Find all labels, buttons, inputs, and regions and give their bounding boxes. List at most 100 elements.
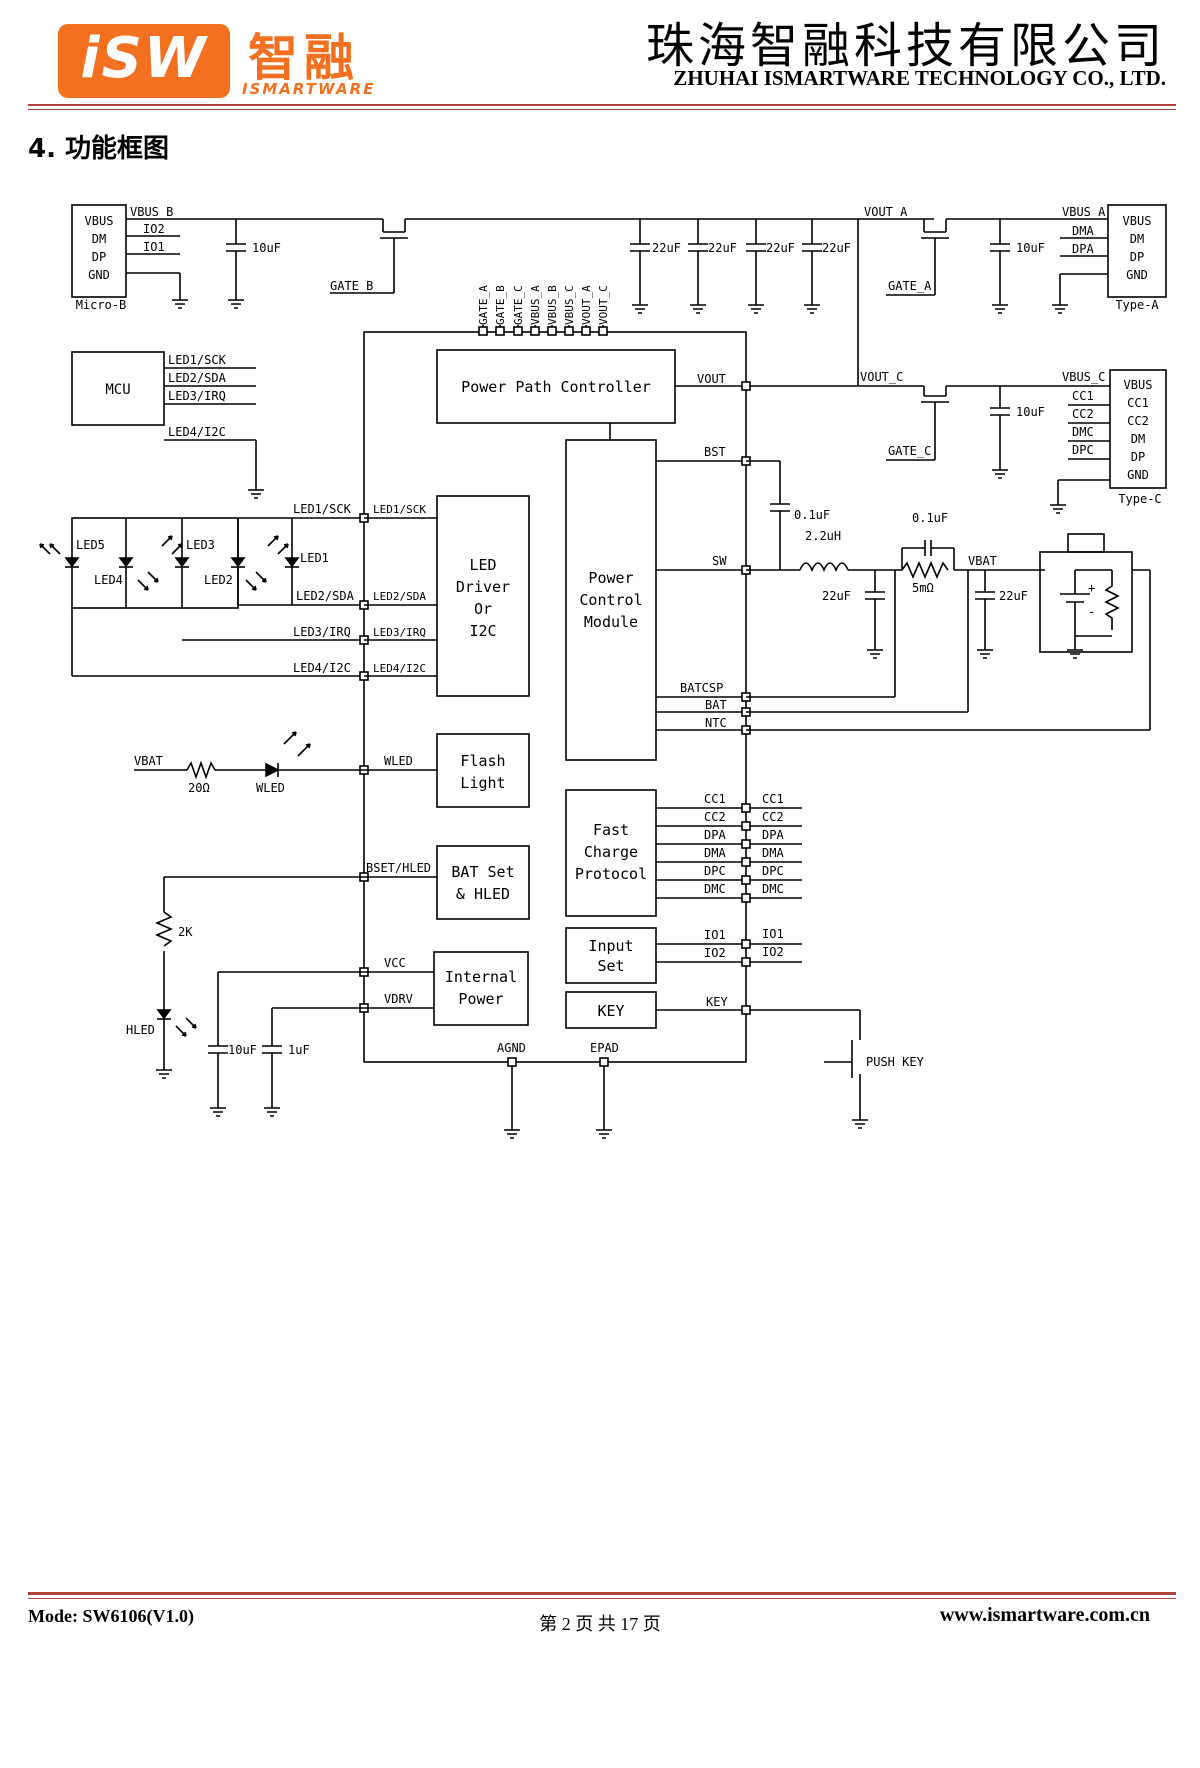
pin-label: BST: [704, 445, 726, 459]
top-pin-label: VBUS_C: [563, 285, 576, 325]
net-label: CC1: [762, 792, 784, 806]
type-a-connector: [1107, 204, 1167, 298]
resistor-label: 2K: [178, 925, 193, 939]
ground-symbol: [1067, 649, 1083, 659]
company-name-english: ZHUHAI ISMARTWARE TECHNOLOGY CO., LTD.: [673, 66, 1166, 90]
pin-label: LED3/IRQ: [373, 626, 426, 639]
type-c-pin: DP: [1131, 450, 1145, 464]
wled-resistor: [186, 760, 216, 780]
pin-label: EPAD: [590, 1041, 619, 1055]
flash-light-block: [436, 733, 530, 808]
push-key-label: PUSH KEY: [866, 1055, 925, 1069]
pin-label: LED4/I2C: [373, 662, 426, 675]
micro-b-pin: VBUS: [85, 214, 114, 228]
block-label: Set: [597, 957, 624, 975]
company-name-chinese: 珠海智融科技有限公司: [645, 18, 1166, 74]
document-model: Mode: SW6106(V1.0): [28, 1606, 194, 1626]
type-a-pin: DP: [1130, 250, 1144, 264]
pin-label: AGND: [497, 1041, 526, 1055]
top-pin-label: GATE_C: [512, 285, 525, 325]
net-label: IO2: [762, 945, 784, 959]
top-pin-label: VOUT_C: [597, 285, 610, 325]
cap-label: 0.1uF: [912, 511, 948, 525]
ground-symbol: [992, 469, 1008, 479]
pin-label: VCC: [384, 956, 406, 970]
top-pin-stubs: [478, 325, 608, 336]
net-label: CC2: [762, 810, 784, 824]
website-link[interactable]: www.ismartware.com.cn: [939, 1604, 1150, 1626]
block-label: Power: [458, 990, 503, 1008]
type-c-pin: DM: [1131, 432, 1145, 446]
block-label: KEY: [597, 1002, 624, 1020]
block-label: Internal: [445, 968, 517, 986]
footer-divider: [28, 1592, 1176, 1595]
pin-label: DMC: [704, 882, 726, 896]
cap-label: 22uF: [999, 589, 1028, 603]
block-label: Protocol: [575, 865, 647, 883]
bat-set-hled-block: [436, 845, 530, 920]
net-label: DPA: [1072, 242, 1094, 256]
net-label: LED4/I2C: [168, 425, 226, 439]
net-label: IO1: [143, 240, 165, 254]
block-label: BAT Set: [451, 863, 514, 881]
section-title: 4. 功能框图: [28, 134, 170, 164]
block-label: Driver: [456, 578, 510, 596]
type-a-pin: VBUS: [1123, 214, 1152, 228]
net-label: VBUS_C: [1062, 370, 1105, 384]
type-c-label: Type-C: [1118, 492, 1161, 506]
led-label: LED3: [186, 538, 215, 552]
net-label: VOUT_A: [864, 205, 908, 219]
net-label: CC1: [1072, 389, 1094, 403]
net-label: CC2: [1072, 407, 1094, 421]
ground-symbol: [504, 1129, 520, 1139]
top-pin-label: VBUS_B: [546, 285, 559, 325]
micro-b-pin: DM: [92, 232, 106, 246]
micro-b-label: Micro-B: [76, 298, 127, 312]
led-driver-block: [436, 495, 530, 697]
net-label: VBUS_B: [130, 205, 173, 219]
pin-label: DPC: [704, 864, 726, 878]
micro-b-pin: GND: [88, 268, 110, 282]
net-label: VBAT: [968, 554, 997, 568]
header-divider: [28, 104, 1176, 106]
net-label: IO2: [143, 222, 165, 236]
ground-symbol: [867, 649, 883, 659]
block-label: Or: [474, 600, 492, 618]
block-label: Input: [588, 937, 633, 955]
internal-power-block: [433, 951, 529, 1026]
block-label: Control: [579, 591, 642, 609]
cap-label: 22uF: [652, 241, 681, 255]
cap-label: 22uF: [822, 241, 851, 255]
pin-label: IO2: [704, 946, 726, 960]
input-set-block: [565, 927, 657, 984]
pin-label: DMA: [704, 846, 726, 860]
led-label: LED5: [76, 538, 105, 552]
ground-symbol: [210, 1107, 226, 1117]
block-label: & HLED: [456, 885, 510, 903]
led-label: LED2: [204, 573, 233, 587]
pin-label: WLED: [384, 754, 413, 768]
cap-label: 0.1uF: [794, 508, 830, 522]
pin-label: LED1/SCK: [373, 503, 426, 516]
resistor-label: 5mΩ: [912, 581, 934, 595]
net-label: DMA: [1072, 224, 1094, 238]
fast-charge-pins: [656, 803, 802, 903]
svg-text:-: -: [1088, 605, 1095, 619]
company-logo: iSW: [58, 24, 230, 98]
mcu-block: [71, 351, 165, 426]
cap-label: 22uF: [766, 241, 795, 255]
footer-divider-thin: [28, 1598, 1176, 1599]
block-label: Power: [588, 569, 633, 587]
logo-text: iSW: [80, 26, 208, 91]
battery-terminal: [1067, 533, 1105, 553]
net-label: LED3/IRQ: [293, 625, 351, 639]
block-label: Fast: [593, 821, 629, 839]
pin-label: VOUT: [697, 372, 726, 386]
top-pin-label: VBUS_A: [529, 285, 542, 325]
battery-pack: [1039, 551, 1133, 653]
block-label: Flash: [460, 752, 505, 770]
header-divider-thin: [28, 109, 1176, 110]
inductor: [799, 562, 849, 573]
type-a-pin: GND: [1126, 268, 1148, 282]
hled-resistor: [154, 911, 174, 947]
